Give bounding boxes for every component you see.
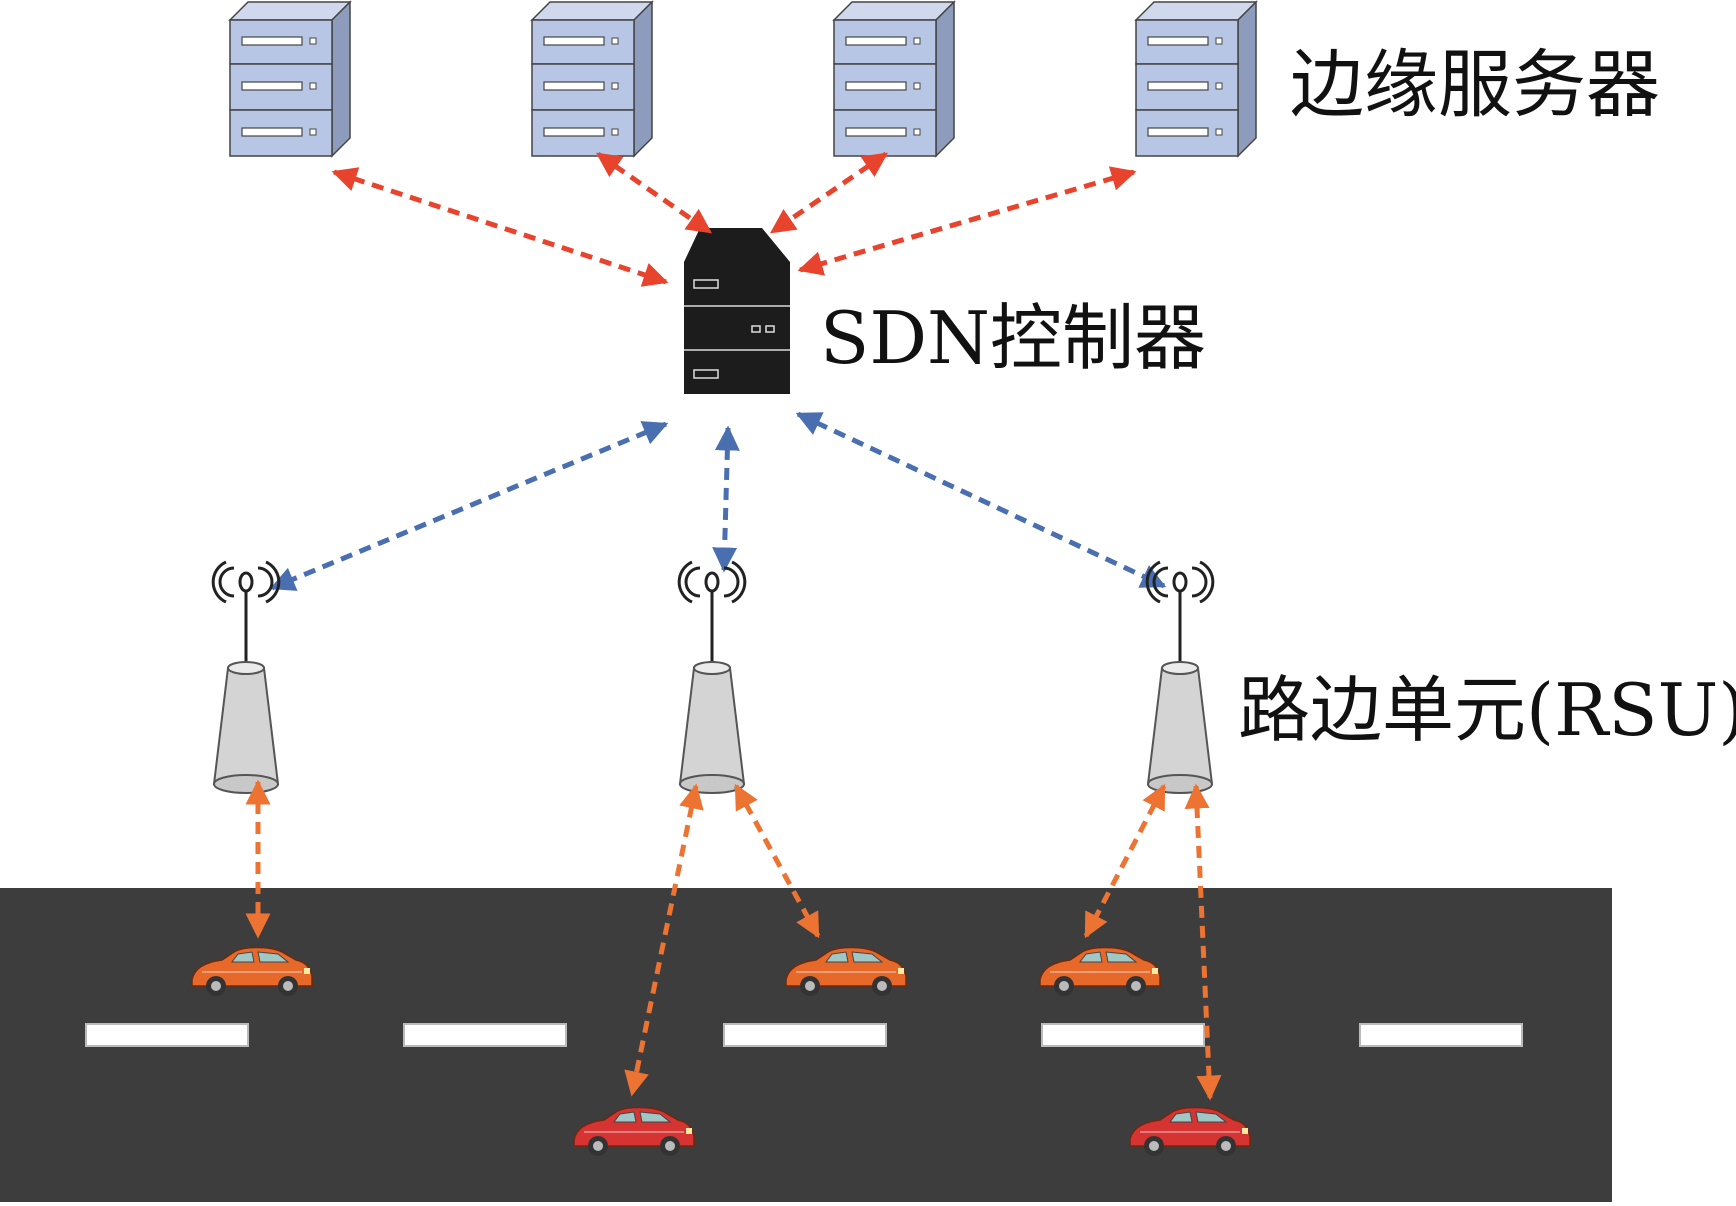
rsu-link — [269, 421, 669, 591]
vehicle-link — [733, 783, 821, 939]
antenna-tower-icon — [211, 560, 281, 795]
lane-mark — [1359, 1023, 1523, 1047]
antenna-tower-icon — [677, 560, 747, 795]
vehicle-link — [624, 783, 704, 1097]
edge-server-icon — [833, 1, 955, 157]
edge-servers-label: 边缘服务器 — [1290, 42, 1660, 128]
vehicle-links — [245, 779, 1222, 1101]
server-link — [331, 167, 669, 287]
lane-mark — [403, 1023, 567, 1047]
rsu-label: 路边单元(RSU) — [1238, 668, 1736, 752]
lane-markings — [85, 1023, 1523, 1047]
lane-mark — [85, 1023, 249, 1047]
sdn-controller-label: SDN控制器 — [820, 296, 1207, 380]
server-link — [769, 151, 889, 235]
rsu-link — [795, 411, 1167, 589]
server-links — [331, 151, 1137, 287]
vehicle-link — [1083, 783, 1167, 939]
vehicle-link — [1184, 783, 1222, 1101]
rsu-link — [712, 425, 740, 573]
server-link — [595, 151, 713, 235]
antenna-tower-icon — [1145, 560, 1215, 795]
lane-mark — [1041, 1023, 1205, 1047]
rsu-links — [269, 411, 1167, 591]
controller-server-icon — [684, 228, 790, 394]
edge-server-icon — [229, 1, 351, 157]
server-link — [797, 166, 1137, 276]
edge-server-icon — [531, 1, 653, 157]
edge-server-icon — [1135, 1, 1257, 157]
lane-mark — [723, 1023, 887, 1047]
